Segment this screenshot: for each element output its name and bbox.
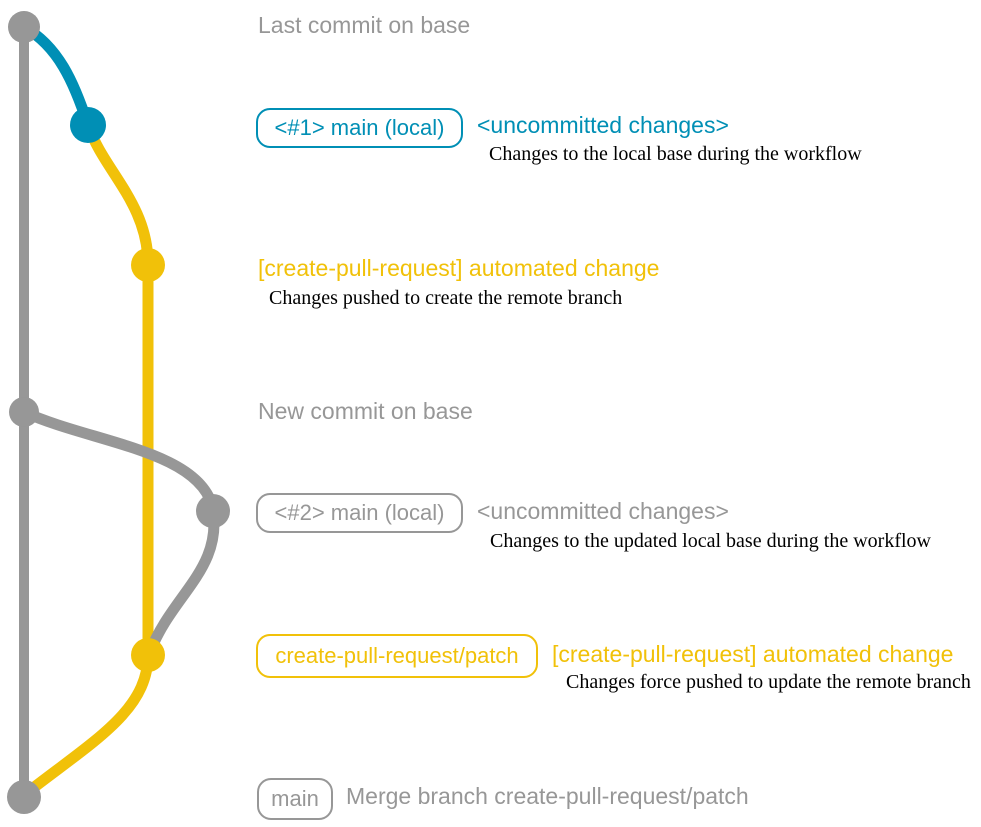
commit-dot-merge <box>7 780 41 814</box>
badge-main-local-2: <#2> main (local) <box>256 493 463 533</box>
badge-create-pull-request-patch: create-pull-request/patch <box>256 634 538 678</box>
badge-main: main <box>257 778 333 820</box>
message-merge-branch: Merge branch create-pull-request/patch <box>346 783 749 809</box>
commit-dot-new-base <box>9 397 39 427</box>
note-pushed-create-branch: Changes pushed to create the remote bran… <box>269 287 623 309</box>
commit-dot-patch-2 <box>131 638 165 672</box>
note-local-base-changes: Changes to the local base during the wor… <box>489 143 862 165</box>
message-automated-change-2: [create-pull-request] automated change <box>552 641 954 667</box>
badge-main-local-1: <#1> main (local) <box>256 108 463 148</box>
commit-dot-last-base <box>8 11 40 43</box>
local-main-2-branch-curve <box>18 406 220 658</box>
status-uncommitted-changes-2: <uncommitted changes> <box>477 498 729 524</box>
commit-dot-local-2 <box>196 494 230 528</box>
commit-dot-patch-1 <box>131 248 165 282</box>
badge-create-pull-request-patch-label: create-pull-request/patch <box>275 643 519 668</box>
badge-main-local-1-label: <#1> main (local) <box>274 115 445 140</box>
patch-branch-line <box>22 119 154 798</box>
note-updated-local-base-changes: Changes to the updated local base during… <box>490 530 931 552</box>
section-label-last-commit: Last commit on base <box>258 12 471 38</box>
message-automated-change-1: [create-pull-request] automated change <box>258 255 660 281</box>
git-graph <box>7 11 230 814</box>
badge-main-label: main <box>271 786 319 811</box>
badge-main-local-2-label: <#2> main (local) <box>274 500 445 525</box>
status-uncommitted-changes-1: <uncommitted changes> <box>477 112 729 138</box>
commit-dot-local-1 <box>70 107 106 143</box>
section-label-new-commit: New commit on base <box>258 398 473 424</box>
note-force-pushed-update-branch: Changes force pushed to update the remot… <box>566 671 971 693</box>
